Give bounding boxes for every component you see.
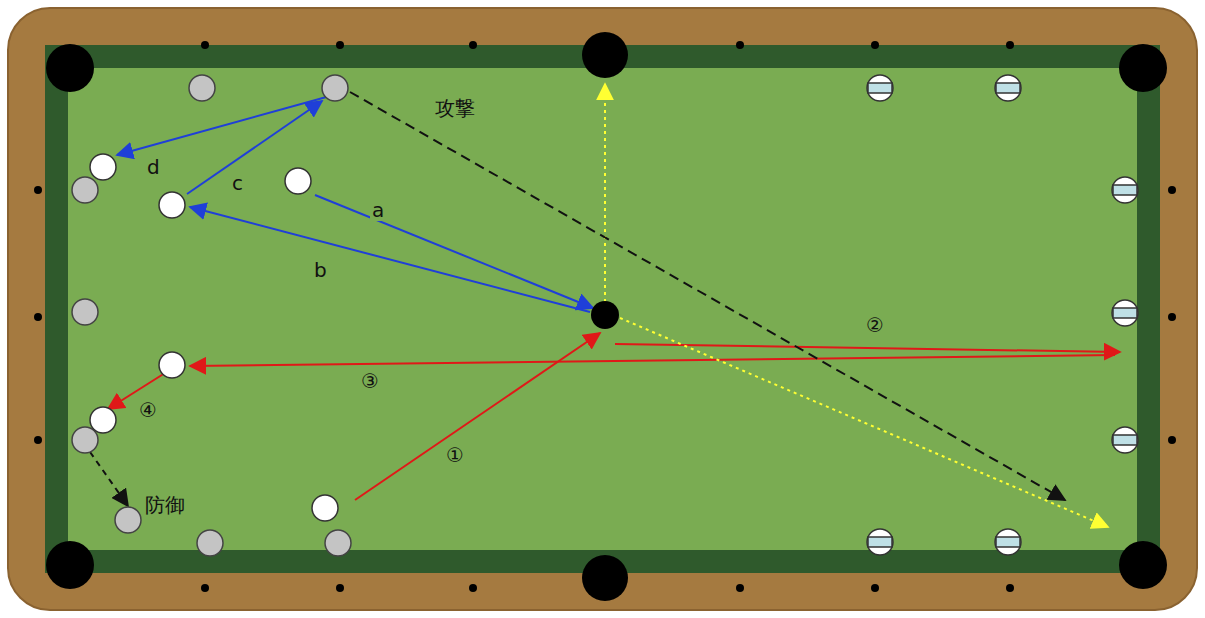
callout-number: ④	[137, 399, 159, 421]
ball-stripe	[996, 537, 1020, 547]
path-letter: d	[145, 156, 162, 178]
callout-number: ③	[359, 370, 381, 392]
ball-stripe	[1113, 185, 1137, 195]
ball-stripe	[1113, 435, 1137, 445]
striped-ball	[867, 529, 893, 555]
striped-ball	[1112, 427, 1138, 453]
path-letter: c	[230, 172, 245, 194]
callout-number: ①	[444, 444, 466, 466]
ball-stripe	[996, 83, 1020, 93]
attack-label: 攻撃	[433, 97, 477, 119]
striped-ball	[995, 529, 1021, 555]
path-letter: a	[370, 199, 386, 221]
callout-number: ②	[864, 314, 886, 336]
striped-ball	[867, 75, 893, 101]
ball-stripe	[868, 83, 892, 93]
ball-stripe	[1113, 308, 1137, 318]
striped-ball	[1112, 177, 1138, 203]
path-letter: b	[312, 259, 329, 281]
ball-stripe	[868, 537, 892, 547]
striped-ball	[1112, 300, 1138, 326]
striped-ball	[995, 75, 1021, 101]
defense-label: 防御	[143, 494, 187, 516]
